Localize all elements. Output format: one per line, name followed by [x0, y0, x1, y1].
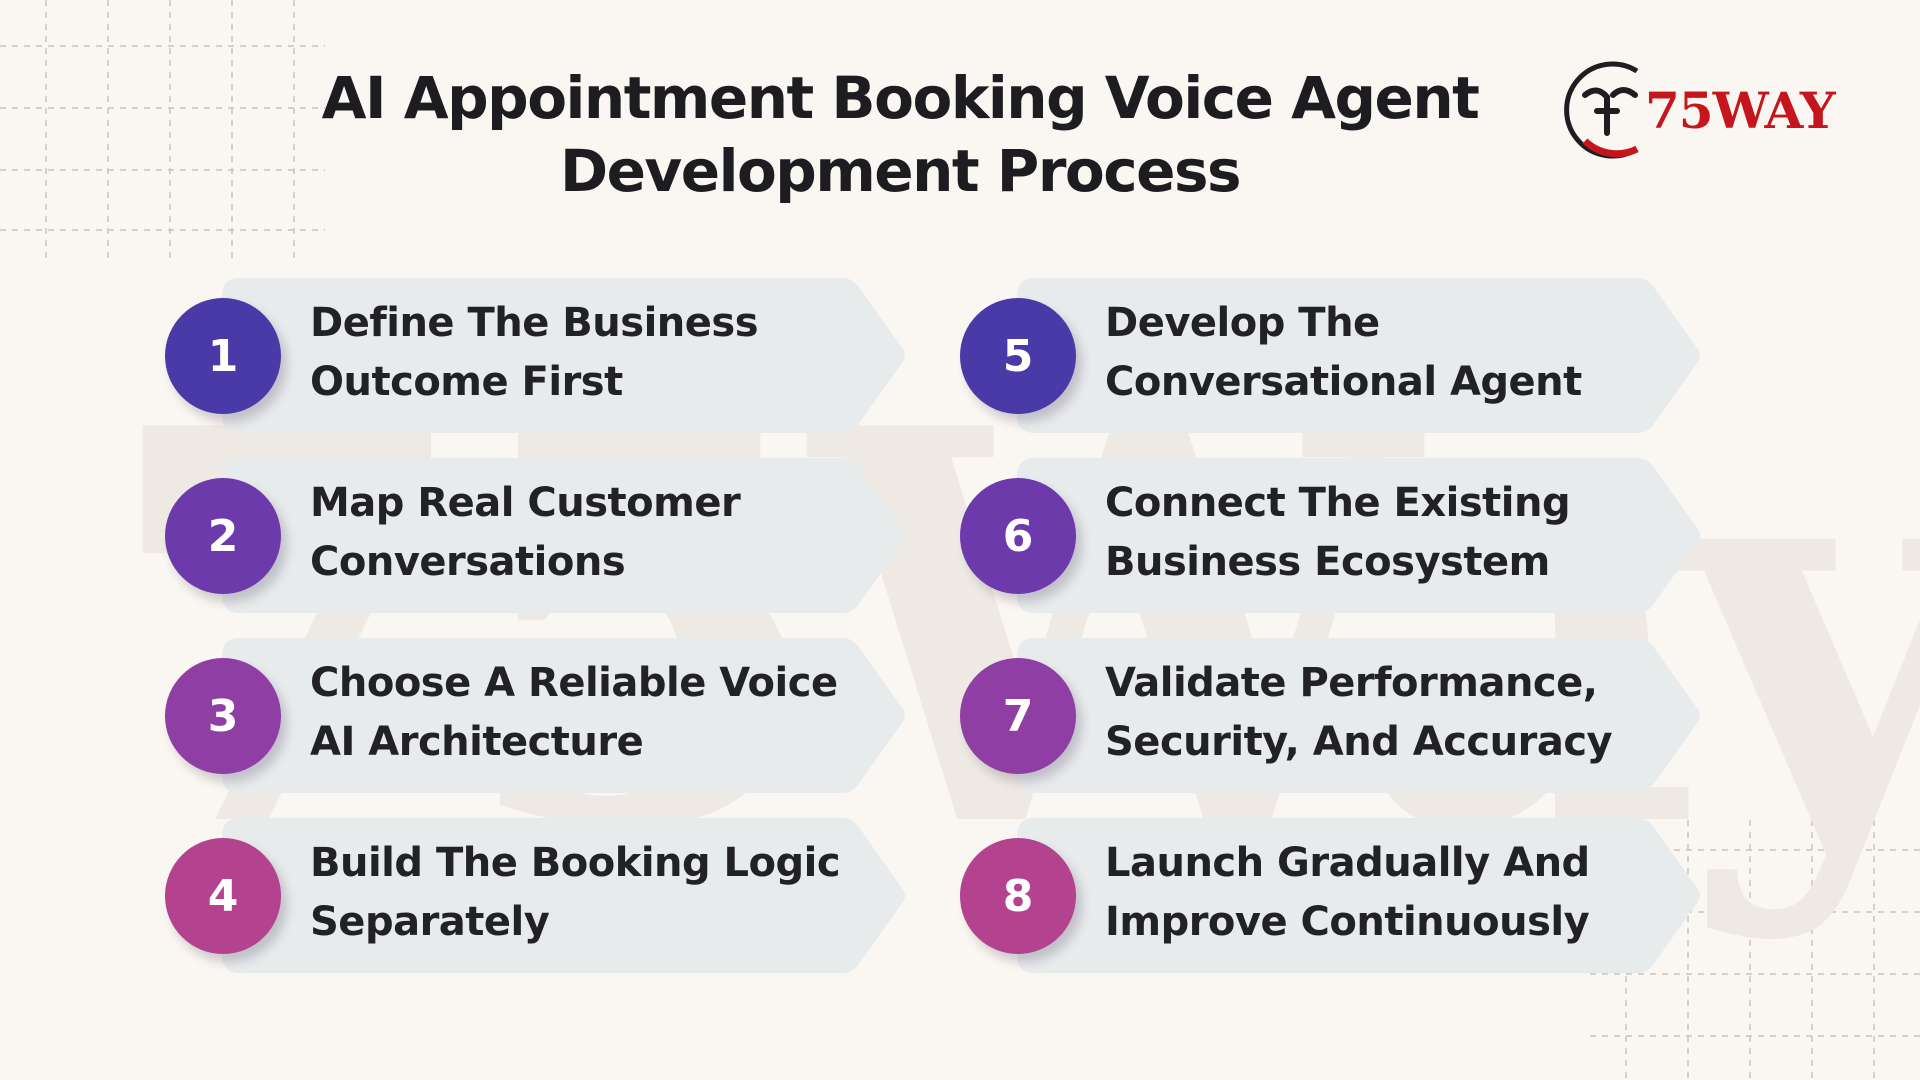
step-label-line-2: AI Architecture: [310, 719, 644, 765]
step-label-line-2: Conversations: [310, 539, 626, 585]
step-number-badge: 4: [165, 838, 281, 954]
step-card-background: [1017, 278, 1700, 433]
step-label-line-2: Improve Continuously: [1105, 899, 1590, 945]
step-number-badge: 8: [960, 838, 1076, 954]
step-label-line-1: Connect The Existing: [1105, 480, 1571, 526]
process-step: 3 Choose A Reliable Voice AI Architecture: [165, 638, 905, 793]
step-number-badge: 3: [165, 658, 281, 774]
step-card-background: [222, 458, 905, 613]
75way-logo-icon: [1564, 61, 1639, 159]
brand-logo: 75WAY: [1555, 55, 1845, 165]
page-title: AI Appointment Booking Voice Agent Devel…: [300, 62, 1500, 208]
step-label-line-2: Separately: [310, 899, 550, 945]
step-card-background: [1017, 818, 1700, 973]
step-number-badge: 1: [165, 298, 281, 414]
step-card-background: [1017, 458, 1700, 613]
title-line-2: Development Process: [559, 137, 1242, 205]
title-line-1: AI Appointment Booking Voice Agent: [321, 64, 1480, 132]
step-label-line-2: Outcome First: [310, 359, 623, 405]
step-label: Validate Performance, Security, And Accur…: [1105, 654, 1665, 772]
step-label-line-1: Map Real Customer: [310, 480, 741, 526]
step-number-badge: 2: [165, 478, 281, 594]
step-label-line-2: Conversational Agent: [1105, 359, 1582, 405]
step-label: Choose A Reliable Voice AI Architecture: [310, 654, 870, 772]
step-label-line-2: Business Ecosystem: [1105, 539, 1550, 585]
step-label-line-1: Validate Performance,: [1105, 660, 1598, 706]
step-label-line-1: Build The Booking Logic: [310, 840, 841, 886]
step-card-background: [222, 278, 905, 433]
step-number-badge: 5: [960, 298, 1076, 414]
step-label-line-1: Define The Business: [310, 300, 759, 346]
step-number-badge: 6: [960, 478, 1076, 594]
step-label-line-1: Choose A Reliable Voice: [310, 660, 838, 706]
logo-wordmark: 75WAY: [1645, 81, 1836, 140]
step-card-background: [222, 638, 905, 793]
step-label-line-2: Security, And Accuracy: [1105, 719, 1613, 765]
step-label-line-1: Launch Gradually And: [1105, 840, 1590, 886]
process-step: 7 Validate Performance, Security, And Accu…: [960, 638, 1700, 793]
dashed-grid-bottom-right: [1590, 820, 1920, 1080]
step-number-badge: 7: [960, 658, 1076, 774]
dashed-grid-top-left: [0, 0, 325, 262]
step-card-background: [222, 818, 905, 973]
step-card-background: [1017, 638, 1700, 793]
step-label-line-1: Develop The: [1105, 300, 1380, 346]
